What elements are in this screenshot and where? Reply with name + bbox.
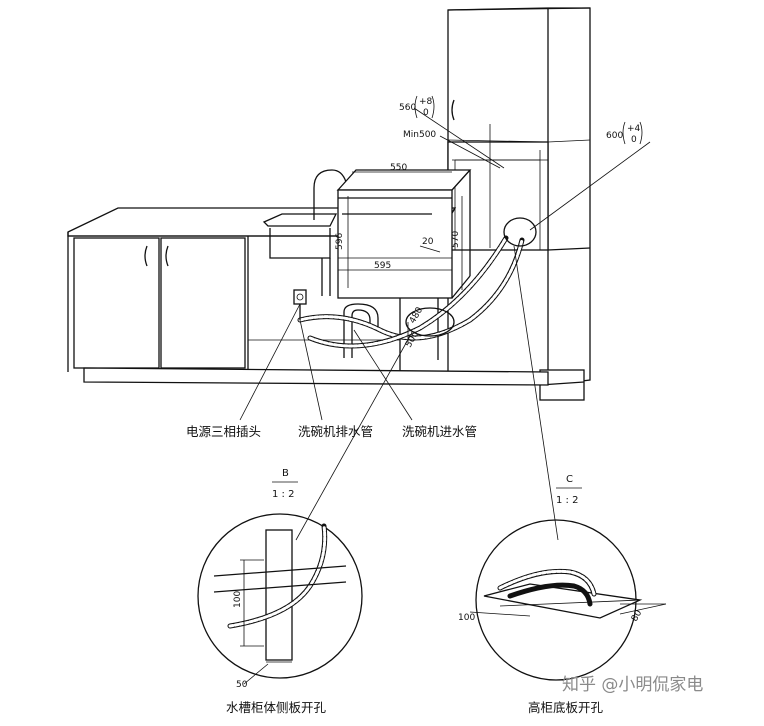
dim-570: 570: [451, 231, 461, 248]
dim-600-tol-zero: 0: [631, 135, 637, 145]
dimension-lines: [338, 107, 651, 344]
detail-c: C 1 : 2: [469, 474, 667, 681]
detail-b-dim-100: 100: [233, 591, 243, 608]
dim-595: 595: [374, 261, 391, 271]
detail-c-dim-80: 80: [630, 608, 645, 623]
hoses: [297, 235, 525, 349]
detail-c-dim-100: 100: [458, 613, 475, 623]
label-power-socket: 电源三相插头: [186, 424, 261, 439]
base-counter: [67, 207, 549, 386]
dim-20: 20: [422, 237, 434, 247]
detail-c-marker: [503, 217, 537, 247]
detail-b-caption: 水槽柜体侧板开孔: [226, 700, 327, 715]
detail-b-letter: B: [282, 468, 289, 479]
watermark: 知乎 @小明侃家电: [562, 675, 703, 695]
dim-560: 560: [399, 103, 416, 113]
tall-cabinet: [440, 7, 591, 401]
dim-550: 550: [390, 163, 407, 173]
dim-560-tol-plus: +8: [419, 97, 433, 107]
label-inlet-hose: 洗碗机进水管: [402, 424, 477, 439]
label-drain-hose: 洗碗机排水管: [298, 424, 373, 439]
drain-trap: [321, 258, 379, 358]
dim-600-tol-plus: +4: [627, 124, 641, 134]
detail-b: B 1 : 2: [197, 468, 363, 685]
leader-lines: [239, 245, 559, 541]
detail-c-caption: 高柜底板开孔: [528, 700, 604, 715]
dim-600: 600: [606, 131, 623, 141]
dim-560-tol-zero: 0: [423, 108, 429, 118]
detail-b-dim-50: 50: [236, 680, 248, 690]
detail-c-letter: C: [566, 474, 573, 485]
detail-c-scale: 1 : 2: [556, 495, 578, 506]
dishwasher: [336, 169, 472, 299]
detail-b-scale: 1 : 2: [272, 489, 294, 500]
power-socket: [293, 289, 307, 305]
detail-b-marker: [405, 307, 455, 337]
dim-min500: Min500: [403, 130, 436, 140]
dim-596: 596: [335, 233, 345, 250]
